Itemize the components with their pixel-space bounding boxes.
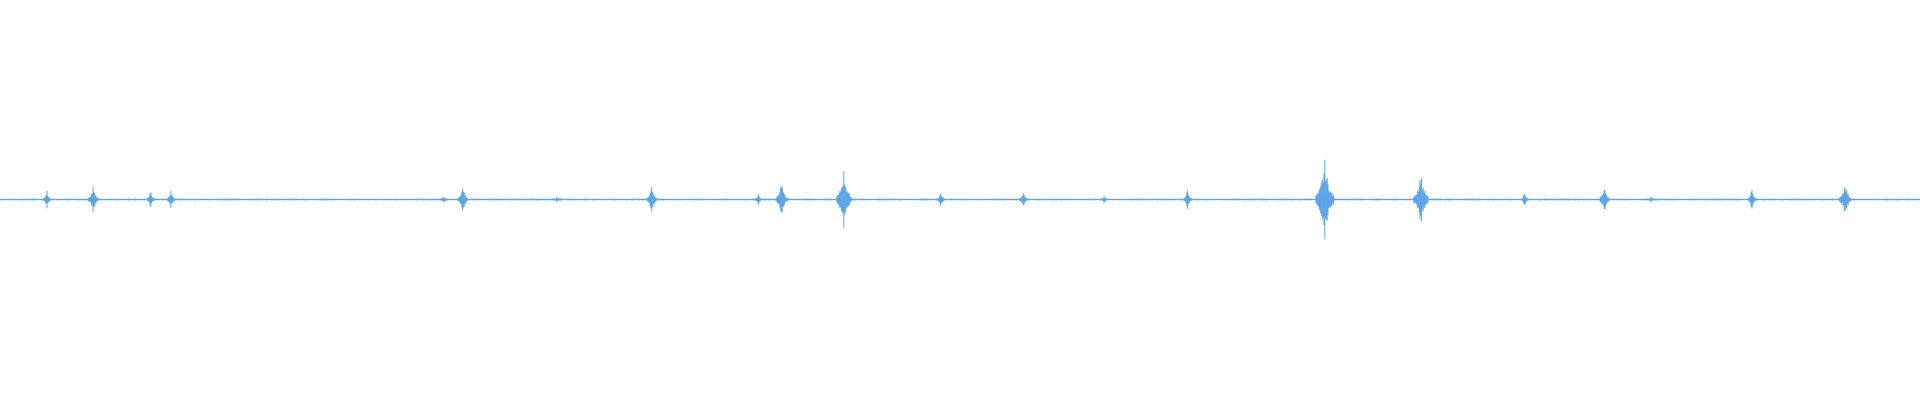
waveform-peaks bbox=[0, 159, 1918, 240]
